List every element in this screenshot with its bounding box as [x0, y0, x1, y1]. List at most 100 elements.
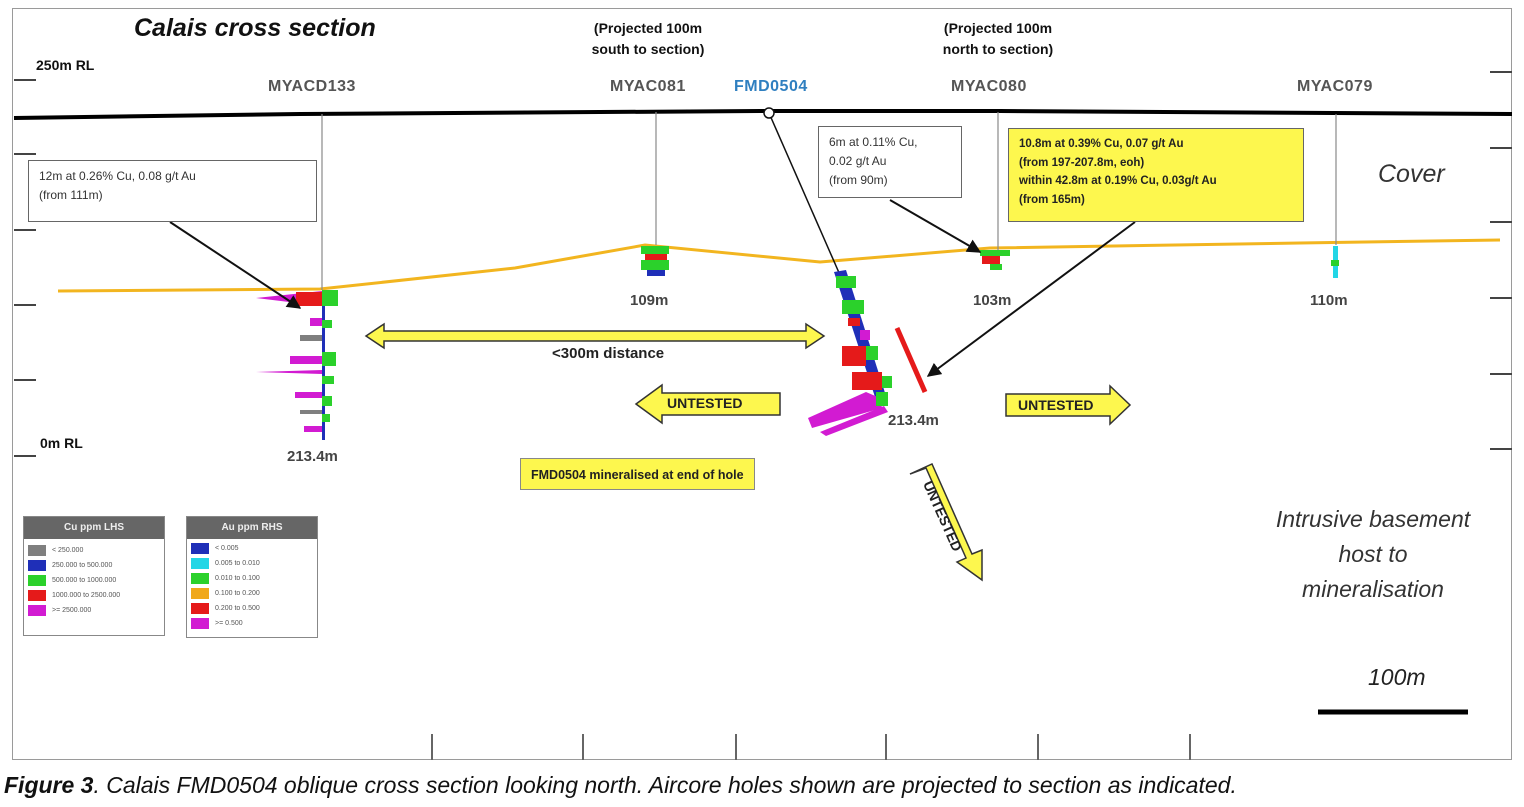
legend-label: 500.000 to 1000.000 [52, 577, 117, 584]
projection-north-line1: (Projected 100m [943, 20, 1053, 36]
legend-au-item: 0.200 to 0.500 [187, 601, 317, 616]
legend-swatch [191, 603, 209, 614]
projection-north-line2: north to section) [942, 41, 1054, 57]
myac081-assay-bars [641, 246, 669, 276]
callout-myacd133-line2: (from 111m) [39, 188, 103, 202]
callout-myac080-intercept: 6m at 0.11% Cu, 0.02 g/t Au (from 90m) [818, 126, 962, 198]
fmd0504-hole-trace [768, 112, 841, 276]
legend-label: < 0.005 [215, 545, 239, 552]
figure-caption-label: Figure 3 [4, 772, 94, 798]
depth-label-myac081: 109m [630, 292, 669, 309]
legend-cu-title: Cu ppm LHS [24, 517, 164, 539]
legend-label: 0.005 to 0.010 [215, 560, 260, 567]
projection-south-note: (Projected 100m south to section) [566, 18, 730, 60]
legend-label: >= 0.500 [215, 620, 243, 627]
myac079-assay-bars [1331, 246, 1339, 278]
depth-label-myacd133: 213.4m [287, 448, 338, 465]
rl-250m-label: 250m RL [36, 57, 95, 73]
legend-label: 0.010 to 0.100 [215, 575, 260, 582]
hole-label-myacd133: MYACD133 [268, 78, 356, 95]
legend-swatch [191, 588, 209, 599]
cover-label: Cover [1378, 160, 1445, 188]
projection-south-line2: south to section) [591, 41, 705, 57]
callout-myac080-line2: 0.02 g/t Au [829, 154, 887, 168]
legend-au-item: >= 0.500 [187, 616, 317, 631]
callout-fmd0504-line1: 10.8m at 0.39% Cu, 0.07 g/t Au [1019, 138, 1184, 150]
callout-fmd0504-intercept: 10.8m at 0.39% Cu, 0.07 g/t Au (from 197… [1008, 128, 1304, 222]
untested-label-left: UNTESTED [667, 395, 743, 411]
callout-fmd0504-line3: within 42.8m at 0.19% Cu, 0.03g/t Au [1019, 175, 1217, 187]
untested-label-right: UNTESTED [1018, 397, 1094, 413]
projection-south-line1: (Projected 100m [593, 20, 703, 36]
legend-label: 1000.000 to 2500.000 [52, 592, 121, 599]
hole-label-myac079: MYAC079 [1297, 78, 1373, 95]
legend-swatch [28, 605, 46, 616]
topographic-surface-line [13, 109, 1513, 120]
callout-myacd133-line1: 12m at 0.26% Cu, 0.08 g/t Au [39, 169, 196, 183]
legend-au: Au ppm RHS < 0.005 0.005 to 0.010 0.010 … [186, 516, 318, 638]
depth-label-fmd0504: 213.4m [888, 412, 939, 429]
callout-myac080-line3: (from 90m) [829, 173, 888, 187]
left-elevation-ticks [14, 79, 36, 457]
myacd133-assay-bars [256, 290, 338, 440]
legend-swatch [191, 543, 209, 554]
untested-arrow-left [634, 383, 781, 425]
myac080-assay-bars [980, 250, 1010, 270]
legend-swatch [191, 618, 209, 629]
legend-cu-item: 250.000 to 500.000 [24, 558, 164, 573]
depth-label-myac079: 110m [1310, 292, 1348, 309]
legend-swatch [28, 545, 46, 556]
scale-bar-label: 100m [1368, 664, 1426, 690]
legend-label: 0.100 to 0.200 [215, 590, 260, 597]
legend-cu-items: < 250.000 250.000 to 500.000 500.000 to … [24, 539, 164, 618]
legend-swatch [28, 590, 46, 601]
legend-au-item: 0.100 to 0.200 [187, 586, 317, 601]
legend-label: 250.000 to 500.000 [52, 562, 113, 569]
fmd0504-collar [763, 107, 775, 119]
projection-north-note: (Projected 100m north to section) [916, 18, 1080, 60]
legend-au-title: Au ppm RHS [187, 517, 317, 539]
hole-label-fmd0504: FMD0504 [734, 78, 808, 95]
callout-myacd133-intercept: 12m at 0.26% Cu, 0.08 g/t Au (from 111m) [28, 160, 317, 222]
hole-label-myac080: MYAC080 [951, 78, 1027, 95]
legend-swatch [191, 573, 209, 584]
legend-au-item: 0.010 to 0.100 [187, 571, 317, 586]
legend-swatch [28, 575, 46, 586]
rl-0m-label: 0m RL [40, 435, 83, 451]
mineralised-zone-marker [894, 326, 928, 394]
figure-caption: Figure 3. Calais FMD0504 oblique cross s… [4, 772, 1237, 799]
callout-fmd0504-line2: (from 197-207.8m, eoh) [1019, 156, 1145, 169]
basement-label-line1: Intrusive basement [1275, 506, 1471, 532]
basement-label-line3: mineralisation [1302, 576, 1444, 602]
bottom-easting-ticks [431, 734, 1191, 760]
legend-cu-item: 1000.000 to 2500.000 [24, 588, 164, 603]
legend-label: >= 2500.000 [52, 607, 92, 614]
myacd133-callout-arrow [169, 221, 302, 309]
base-of-cover-line [57, 238, 1501, 293]
distance-label: <300m distance [552, 345, 665, 362]
drillhole-traces [321, 112, 1337, 290]
legend-au-item: 0.005 to 0.010 [187, 556, 317, 571]
callout-fmd0504-line4: (from 165m) [1019, 193, 1085, 206]
legend-au-items: < 0.005 0.005 to 0.010 0.010 to 0.100 0.… [187, 539, 317, 631]
depth-label-myac080: 103m [973, 292, 1012, 309]
distance-double-arrow [364, 322, 826, 350]
untested-arrow-right [1005, 384, 1132, 426]
legend-cu-item: >= 2500.000 [24, 603, 164, 618]
callout-myac080-line1: 6m at 0.11% Cu, [829, 135, 918, 149]
right-elevation-ticks [1490, 71, 1512, 450]
untested-arrow-down [909, 463, 983, 582]
myac080-callout-arrow [889, 199, 982, 253]
legend-swatch [191, 558, 209, 569]
fmd0504-callout-arrow [926, 221, 1136, 377]
figure-title: Calais cross section [134, 14, 376, 42]
hole-label-myac081: MYAC081 [610, 78, 686, 95]
end-of-hole-note: FMD0504 mineralised at end of hole [520, 458, 755, 490]
basement-label-line2: host to [1338, 541, 1408, 567]
legend-label: 0.200 to 0.500 [215, 605, 260, 612]
fmd0504-assay-bars [808, 270, 892, 436]
legend-cu-item: < 250.000 [24, 543, 164, 558]
legend-swatch [28, 560, 46, 571]
basement-label: Intrusive basement host to mineralisatio… [1240, 502, 1506, 607]
